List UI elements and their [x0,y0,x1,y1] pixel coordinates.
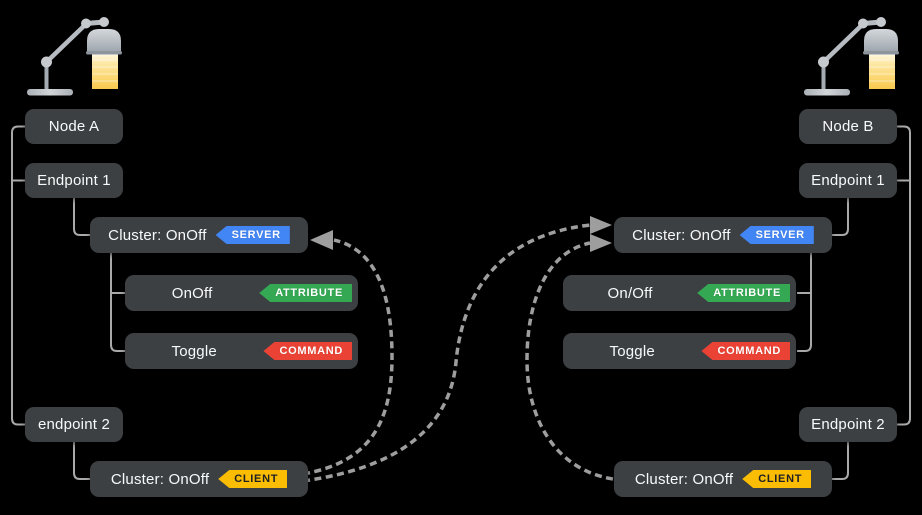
attribute-badge: ATTRIBUTE [697,284,790,302]
node-a-client-cluster-label: Cluster: OnOff [110,470,210,488]
client-badge: CLIENT [218,470,288,488]
node-b-attribute-box: On/Off ATTRIBUTE [563,275,796,311]
node-a-endpoint-2-label: endpoint 2 [37,416,111,433]
node-b-endpoint-1-label: Endpoint 1 [811,172,885,189]
node-b-client-cluster-box: Cluster: OnOff CLIENT [614,461,832,497]
arrowhead-into-a-server [310,230,333,250]
node-b-command-box: Toggle COMMAND [563,333,796,369]
server-badge: SERVER [739,226,814,244]
node-b-endpoint-1-box: Endpoint 1 [799,163,897,198]
node-a-client-cluster-box: Cluster: OnOff CLIENT [90,461,308,497]
node-a-endpoint-1-label: Endpoint 1 [37,172,111,189]
node-b-command-label: Toggle [609,342,655,360]
node-a-attribute-label: OnOff [171,284,213,302]
node-b-client-cluster-label: Cluster: OnOff [634,470,734,488]
node-a-command-label: Toggle [171,342,217,360]
binding-arrow-b-client-to-b-server [525,241,614,481]
command-badge: COMMAND [701,342,790,360]
node-b-server-cluster-box: Cluster: OnOff SERVER [614,217,832,253]
node-a-label: Node A [48,118,100,135]
node-a-server-cluster-box: Cluster: OnOff SERVER [90,217,308,253]
tree-connectors-node-b [797,125,911,480]
desk-lamp-icon-left [27,17,122,96]
node-a-endpoint-2-box: endpoint 2 [25,407,123,442]
tree-connectors-node-a [11,125,125,480]
binding-arrow-a-client-to-b-server [302,223,591,483]
node-a-endpoint-1-box: Endpoint 1 [25,163,123,198]
command-badge: COMMAND [263,342,352,360]
desk-lamp-icon-right [804,17,899,96]
node-b-box: Node B [799,109,897,144]
node-b-endpoint-2-label: Endpoint 2 [811,416,885,433]
node-a-attribute-box: OnOff ATTRIBUTE [125,275,358,311]
binding-arrow-a-client-to-a-server [302,238,394,476]
attribute-badge: ATTRIBUTE [259,284,352,302]
node-b-attribute-label: On/Off [607,284,653,302]
node-b-server-cluster-label: Cluster: OnOff [632,226,731,244]
arrowhead-into-b-server-lower [590,234,612,252]
node-a-command-box: Toggle COMMAND [125,333,358,369]
server-badge: SERVER [215,226,290,244]
node-b-label: Node B [822,118,874,135]
node-a-server-cluster-label: Cluster: OnOff [108,226,207,244]
node-b-endpoint-2-box: Endpoint 2 [799,407,897,442]
arrowhead-into-b-server-upper [590,216,612,234]
client-badge: CLIENT [742,470,812,488]
node-a-box: Node A [25,109,123,144]
